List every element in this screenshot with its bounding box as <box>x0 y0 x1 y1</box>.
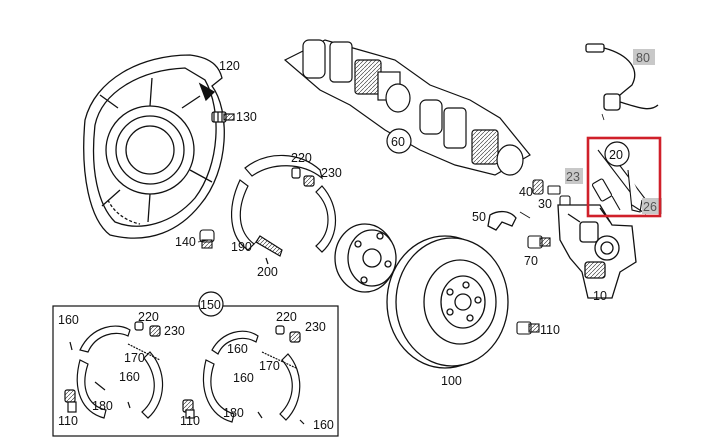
bracket-50-part <box>487 210 517 231</box>
callout-box-23 <box>565 168 583 184</box>
label-23: 23 <box>566 170 580 184</box>
leader-lines <box>197 113 605 247</box>
label-130: 130 <box>236 110 257 124</box>
label-30: 30 <box>538 197 552 211</box>
label-inset-220-a: 220 <box>138 310 159 324</box>
callout-circle-150 <box>198 291 224 317</box>
parking-brake-shoes-part <box>230 154 336 265</box>
bolt-110-part <box>516 321 540 335</box>
bolt-70-part <box>527 235 551 249</box>
label-inset-110-b: 110 <box>180 414 200 428</box>
label-inset-160-e: 160 <box>313 418 334 432</box>
label-inset-220-b: 220 <box>276 310 297 324</box>
brake-pad-set-part <box>283 39 531 176</box>
highlight-frame <box>586 136 662 218</box>
label-10: 10 <box>593 289 607 303</box>
callout-circle-20 <box>604 141 630 167</box>
caliper-part <box>557 204 637 299</box>
brake-disc-part <box>386 235 509 369</box>
label-200: 200 <box>257 265 278 279</box>
callout-box-26 <box>642 198 662 214</box>
label-26: 26 <box>643 200 657 214</box>
label-inset-170-a: 170 <box>124 351 145 365</box>
label-inset-160-d: 160 <box>233 371 254 385</box>
label-230-main: 230 <box>321 166 342 180</box>
label-110-main: 110 <box>540 323 560 337</box>
label-220-main: 220 <box>291 151 312 165</box>
label-20: 20 <box>609 148 623 162</box>
inset-shoe-kit-left <box>64 321 164 419</box>
label-70: 70 <box>524 254 538 268</box>
label-140: 140 <box>175 235 196 249</box>
label-190: 190 <box>231 240 252 254</box>
label-inset-160-a: 160 <box>58 313 79 327</box>
label-inset-180-a: 180 <box>92 399 113 413</box>
bolt-130-part <box>211 111 235 123</box>
label-120: 120 <box>219 59 240 73</box>
caliper-bolt-set-part <box>591 149 647 215</box>
label-inset-230-b: 230 <box>305 320 326 334</box>
label-inset-230-a: 230 <box>164 324 185 338</box>
label-80: 80 <box>636 51 650 65</box>
label-inset-110-a: 110 <box>58 414 78 428</box>
label-150: 150 <box>200 298 221 312</box>
label-60: 60 <box>391 135 405 149</box>
shoe-kit-inset-frame <box>52 305 339 437</box>
inset-shoe-kit-right <box>182 325 305 425</box>
callout-box-80 <box>633 49 655 65</box>
label-40: 40 <box>519 185 533 199</box>
callout-circle-60 <box>386 128 412 154</box>
watermark: allegro.pl <box>6 428 51 440</box>
label-inset-170-b: 170 <box>259 359 280 373</box>
bolts-40-30-part <box>532 179 571 207</box>
label-inset-180-b: 180 <box>223 406 244 420</box>
label-100: 100 <box>441 374 462 388</box>
dust-shield-part <box>83 54 225 239</box>
label-inset-160-b: 160 <box>119 370 140 384</box>
wear-sensor-part <box>585 43 659 111</box>
wheel-hub-part <box>334 223 397 293</box>
bolt-140-part <box>199 229 215 249</box>
label-inset-160-c: 160 <box>227 342 248 356</box>
label-50: 50 <box>472 210 486 224</box>
